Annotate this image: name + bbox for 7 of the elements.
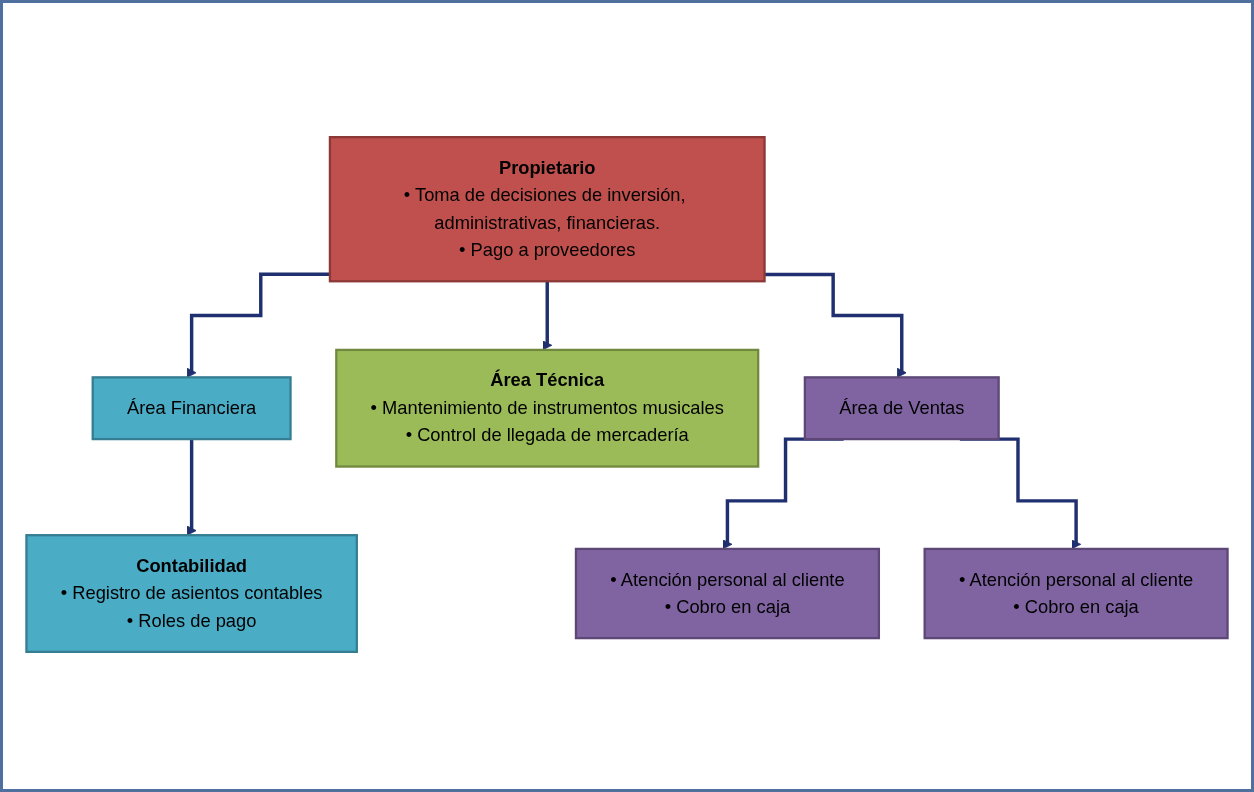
node-box: Área Financiera <box>91 375 292 440</box>
node-box: Área Técnica • Mantenimiento de instrumentos musicales • Control de llegada de mercadería <box>335 348 760 468</box>
node-box: • Atención personal al cliente • Cobro en caja <box>923 547 1229 639</box>
node-box: • Atención personal al cliente • Cobro en caja <box>574 547 881 639</box>
node-box: Área de Ventas <box>803 375 1000 440</box>
node-box: Contabilidad • Registro de asientos contables • Roles de pago <box>25 533 358 653</box>
node-box: Propietario • Toma de decisiones de inversión, administrativas, financieras. • Pago a proveedores <box>328 135 766 282</box>
